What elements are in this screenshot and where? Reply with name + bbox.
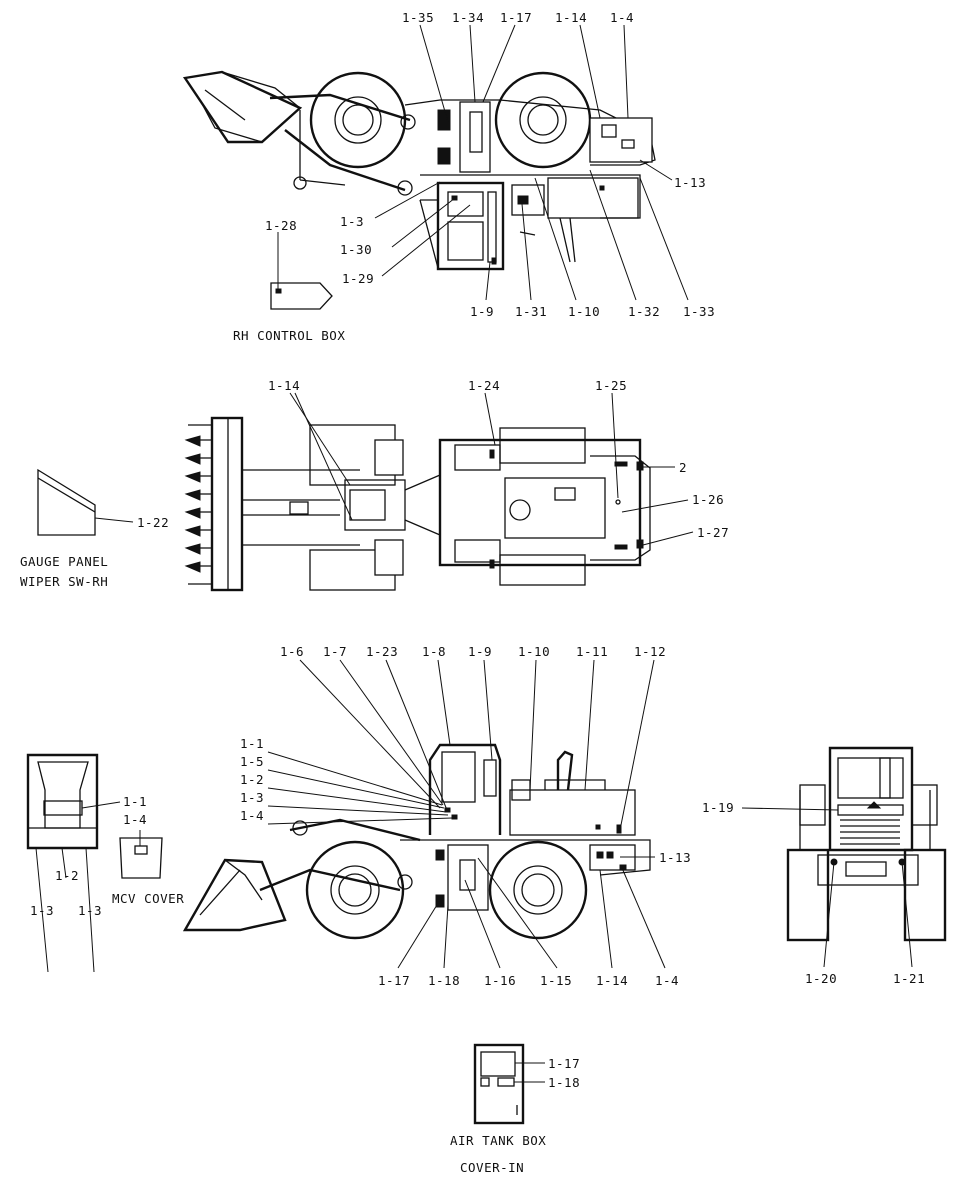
callout-label: 1-12 [634, 644, 666, 659]
callout-label: 1-9 [470, 304, 494, 319]
caption-wiper-sw: WIPER SW-RH [20, 574, 108, 589]
console-detail [26, 753, 99, 850]
callout-label: 1-13 [674, 175, 706, 190]
callout-label: 1-6 [280, 644, 304, 659]
callout-label: 1-32 [628, 304, 660, 319]
callout-label: 1-29 [342, 271, 374, 286]
callout-label: 1-3 [240, 790, 264, 805]
callout-label: 1-7 [323, 644, 347, 659]
callouts-rear-view: 1-19 1-20 1-21 [702, 800, 925, 986]
callout-label: 1-17 [548, 1056, 580, 1071]
callouts-side-upper: 1-35 1-34 1-17 1-14 1-4 1-13 1-3 1-30 1-… [265, 10, 715, 319]
callout-label: 1-22 [137, 515, 169, 530]
callouts-side-lower: 1-6 1-7 1-23 1-8 1-9 1-10 1-11 1-12 1-1 … [240, 644, 691, 988]
callout-label: 1-28 [265, 218, 297, 233]
mcv-cover-shape [119, 837, 163, 879]
side-view-lower [182, 743, 651, 940]
callout-label: 1-9 [468, 644, 492, 659]
callout-label: 1-27 [697, 525, 729, 540]
callout-label: 1-17 [500, 10, 532, 25]
caption-cover-in: COVER-IN [460, 1160, 524, 1175]
callout-label: 1-11 [576, 644, 608, 659]
callout-label: 1-3 [78, 903, 102, 918]
callout-label: 1-2 [240, 772, 264, 787]
callout-label: 1-31 [515, 304, 547, 319]
side-view-upper [182, 70, 656, 271]
top-view [184, 416, 651, 592]
callouts-air-tank: 1-17 1-18 [548, 1056, 580, 1090]
callout-label: 1-1 [123, 794, 147, 809]
gauge-panel-shape [37, 468, 96, 536]
callout-label: 1-14 [596, 973, 628, 988]
callout-label: 1-25 [595, 378, 627, 393]
callout-label: 1-4 [123, 812, 147, 827]
callout-label: 1-10 [568, 304, 600, 319]
caption-mcv-cover: MCV COVER [112, 891, 184, 906]
rh-control-box-shape [270, 282, 333, 310]
callout-label: 1-14 [555, 10, 587, 25]
callout-label: 1-19 [702, 800, 734, 815]
callouts-top-view: 1-14 1-24 1-25 2 1-26 1-27 1-22 [137, 378, 729, 540]
callout-label: 1-24 [468, 378, 500, 393]
callout-label: 1-3 [340, 214, 364, 229]
callout-label: 1-35 [402, 10, 434, 25]
callout-label: 1-8 [422, 644, 446, 659]
callout-label: 1-5 [240, 754, 264, 769]
caption-air-tank-box: AIR TANK BOX [450, 1133, 546, 1148]
callout-label: 1-21 [893, 971, 925, 986]
callout-label: 1-4 [610, 10, 634, 25]
callout-label: 1-13 [659, 850, 691, 865]
callout-label: 1-2 [55, 868, 79, 883]
callout-label: 1-15 [540, 973, 572, 988]
callouts-mcv-detail: 1-1 1-4 1-2 1-3 1-3 [30, 794, 147, 918]
rear-view [786, 746, 947, 942]
caption-rh-control-box: RH CONTROL BOX [233, 328, 345, 343]
callout-label: 1-16 [484, 973, 516, 988]
callout-label: 1-26 [692, 492, 724, 507]
callout-label: 1-18 [548, 1075, 580, 1090]
caption-gauge-panel: GAUGE PANEL [20, 554, 108, 569]
callout-label: 1-23 [366, 644, 398, 659]
callout-label: 1-17 [378, 973, 410, 988]
callout-label: 1-10 [518, 644, 550, 659]
callout-label: 1-33 [683, 304, 715, 319]
callout-label: 1-18 [428, 973, 460, 988]
callout-label: 1-30 [340, 242, 372, 257]
callout-label: 2 [679, 460, 687, 475]
air-tank-box [473, 1043, 525, 1125]
callout-label: 1-3 [30, 903, 54, 918]
callout-label: 1-4 [240, 808, 264, 823]
callout-label: 1-20 [805, 971, 837, 986]
callout-label: 1-34 [452, 10, 484, 25]
callout-label: 1-14 [268, 378, 300, 393]
callout-label: 1-4 [655, 973, 679, 988]
callout-label: 1-1 [240, 736, 264, 751]
leader-lines [35, 24, 913, 1083]
